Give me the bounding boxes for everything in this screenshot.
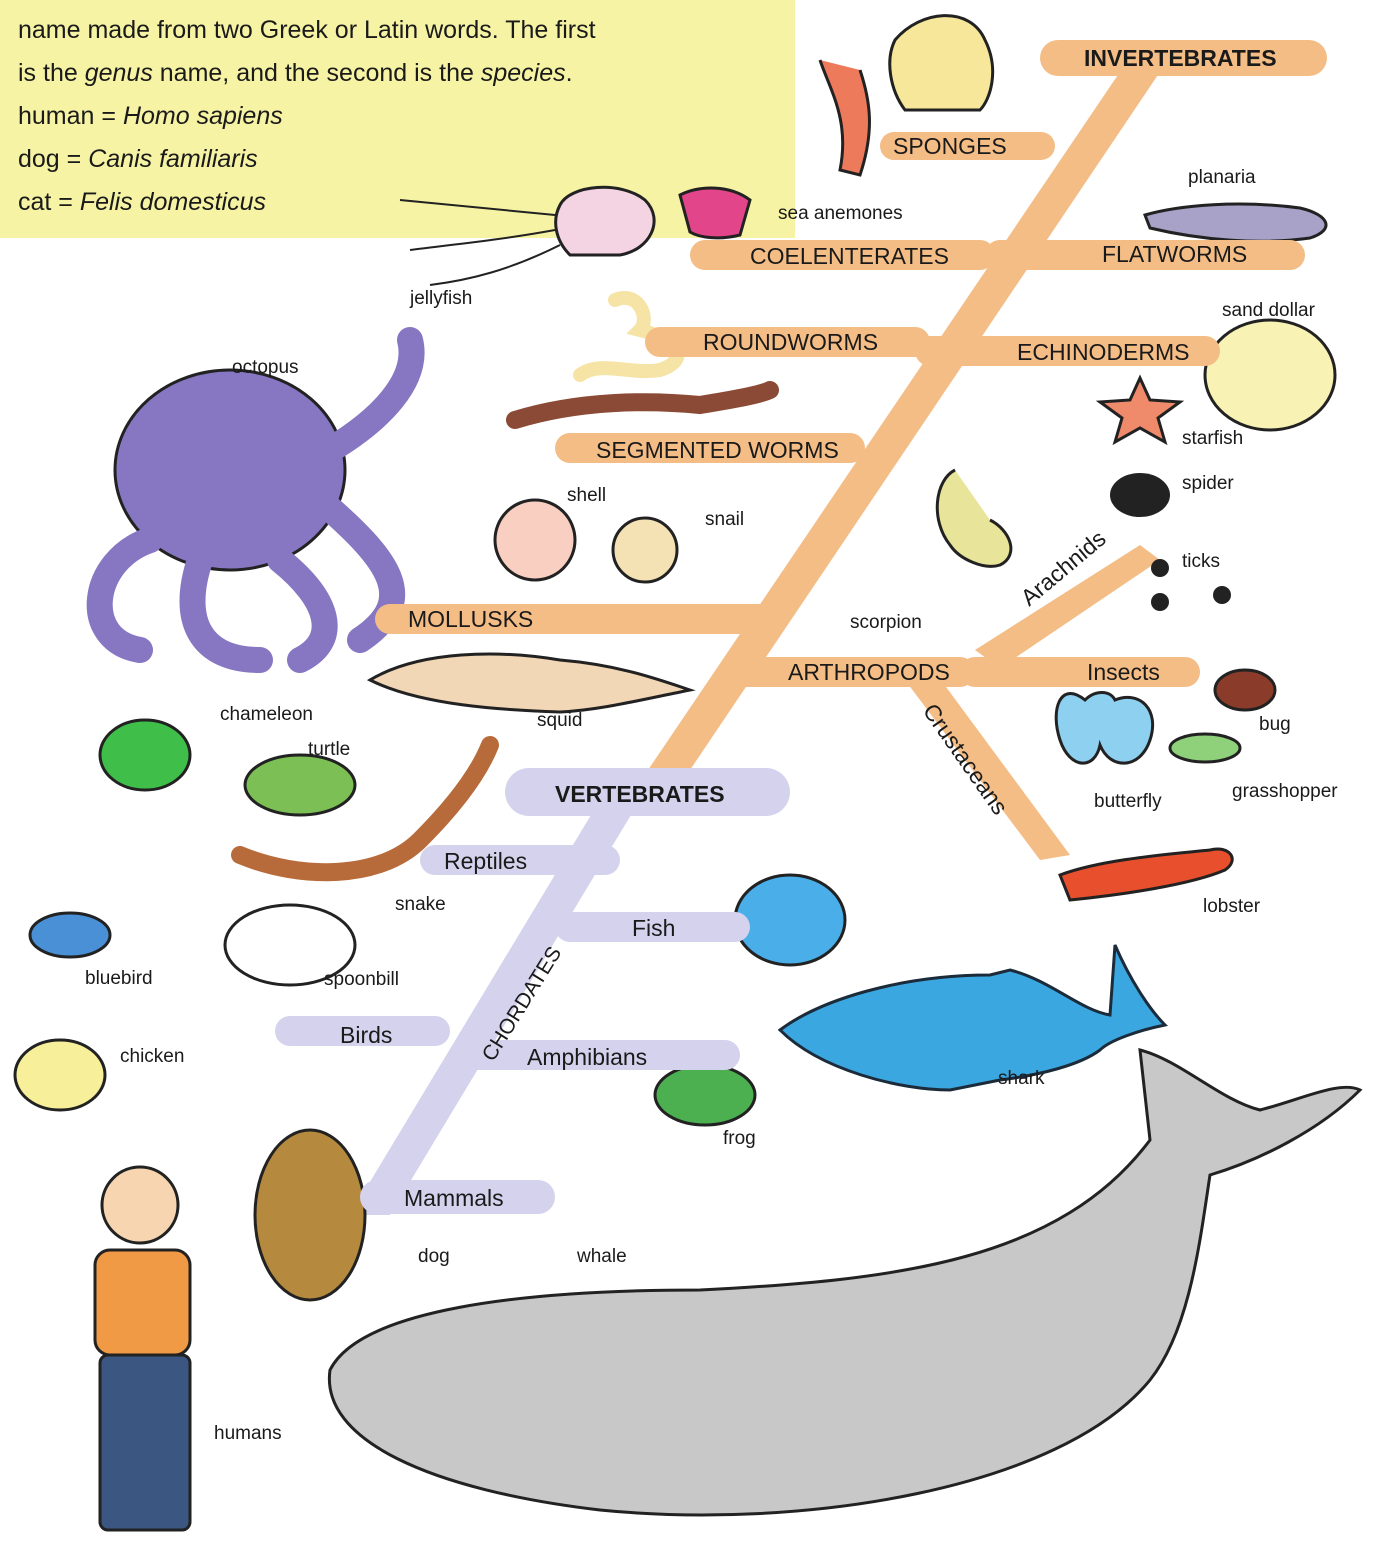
animal-label-bluebird: bluebird <box>85 968 153 990</box>
tick-illustration <box>1213 586 1231 604</box>
spider-illustration <box>1110 473 1170 517</box>
planaria-illustration <box>1145 204 1326 241</box>
tick-illustration <box>1151 593 1169 611</box>
dog-illustration <box>255 1130 365 1300</box>
label-flatworms: FLATWORMS <box>1102 240 1247 268</box>
label-echinoderms: ECHINODERMS <box>1017 338 1190 366</box>
label-insects: Insects <box>1087 658 1160 686</box>
animal-label-snail: snail <box>705 509 744 531</box>
label-arthropods: ARTHROPODS <box>788 658 950 686</box>
jellyfish-illustration <box>556 187 654 255</box>
label-fish: Fish <box>632 914 675 942</box>
human-jeans-illustration <box>100 1355 190 1530</box>
animal-label-turtle: turtle <box>308 739 350 761</box>
segmented-worm-illustration <box>515 390 770 420</box>
animal-label-humans: humans <box>214 1423 282 1445</box>
human-shirt-illustration <box>95 1250 190 1355</box>
animal-label-lobster: lobster <box>1203 896 1260 918</box>
squid-illustration <box>370 654 690 712</box>
animal-label-frog: frog <box>723 1128 756 1150</box>
animal-label-starfish: starfish <box>1182 428 1243 450</box>
fish-illustration <box>735 875 845 965</box>
label-mammals: Mammals <box>404 1184 504 1212</box>
animal-label-octopus: octopus <box>232 357 299 379</box>
animal-label-snake: snake <box>395 894 446 916</box>
grasshopper-illustration <box>1170 734 1240 762</box>
animal-label-chameleon: chameleon <box>220 704 313 726</box>
animal-label-sand-dollar: sand dollar <box>1222 300 1315 322</box>
bluebird-illustration <box>30 913 110 957</box>
label-coelenterates: COELENTERATES <box>750 242 949 270</box>
animal-label-butterfly: butterfly <box>1094 791 1162 813</box>
label-roundworms: ROUNDWORMS <box>703 328 878 356</box>
label-amphibians: Amphibians <box>527 1043 647 1071</box>
starfish-illustration <box>1100 378 1180 442</box>
animal-label-planaria: planaria <box>1188 167 1256 189</box>
animal-label-jellyfish: jellyfish <box>410 288 472 310</box>
label-segmented-worms: SEGMENTED WORMS <box>596 436 839 464</box>
human-head-illustration <box>102 1167 178 1243</box>
animal-label-shell: shell <box>567 485 606 507</box>
insects-bar <box>960 657 1200 687</box>
sea-anemone-illustration <box>680 188 750 238</box>
animal-label-grasshopper: grasshopper <box>1232 781 1338 803</box>
shell-illustration <box>495 500 575 580</box>
shark-illustration <box>780 945 1165 1090</box>
snail-illustration <box>613 518 677 582</box>
animal-label-whale: whale <box>577 1246 627 1268</box>
whale-illustration <box>329 1050 1360 1515</box>
jellyfish-tentacles <box>400 200 560 285</box>
label-mollusks: MOLLUSKS <box>408 605 533 633</box>
sand-dollar-illustration <box>1205 320 1335 430</box>
lobster-illustration <box>1060 849 1232 900</box>
animal-label-ticks: ticks <box>1182 551 1220 573</box>
butterfly-illustration <box>1056 693 1152 764</box>
animal-label-dog: dog <box>418 1246 450 1268</box>
tick-illustration <box>1151 559 1169 577</box>
animal-label-spider: spider <box>1182 473 1234 495</box>
scorpion-illustration <box>937 470 1011 566</box>
chameleon-illustration <box>100 720 190 790</box>
animal-label-bug: bug <box>1259 714 1291 736</box>
animal-label-shark: shark <box>998 1068 1044 1090</box>
label-reptiles: Reptiles <box>444 847 527 875</box>
chicken-illustration <box>15 1040 105 1110</box>
label-vertebrates: VERTEBRATES <box>555 780 725 808</box>
label-sponges: SPONGES <box>893 132 1007 160</box>
sponge-illustration <box>890 16 993 110</box>
animal-label-chicken: chicken <box>120 1046 184 1068</box>
animal-label-squid: squid <box>537 710 582 732</box>
bug-illustration <box>1215 670 1275 710</box>
turtle-illustration <box>245 755 355 815</box>
animal-label-spoonbill: spoonbill <box>324 969 399 991</box>
animal-label-scorpion: scorpion <box>850 612 922 634</box>
frog-illustration <box>655 1065 755 1125</box>
coral-illustration <box>820 60 869 175</box>
animal-label-sea-anemones: sea anemones <box>778 203 903 225</box>
label-invertebrates: INVERTEBRATES <box>1084 44 1277 72</box>
label-birds: Birds <box>340 1021 392 1049</box>
